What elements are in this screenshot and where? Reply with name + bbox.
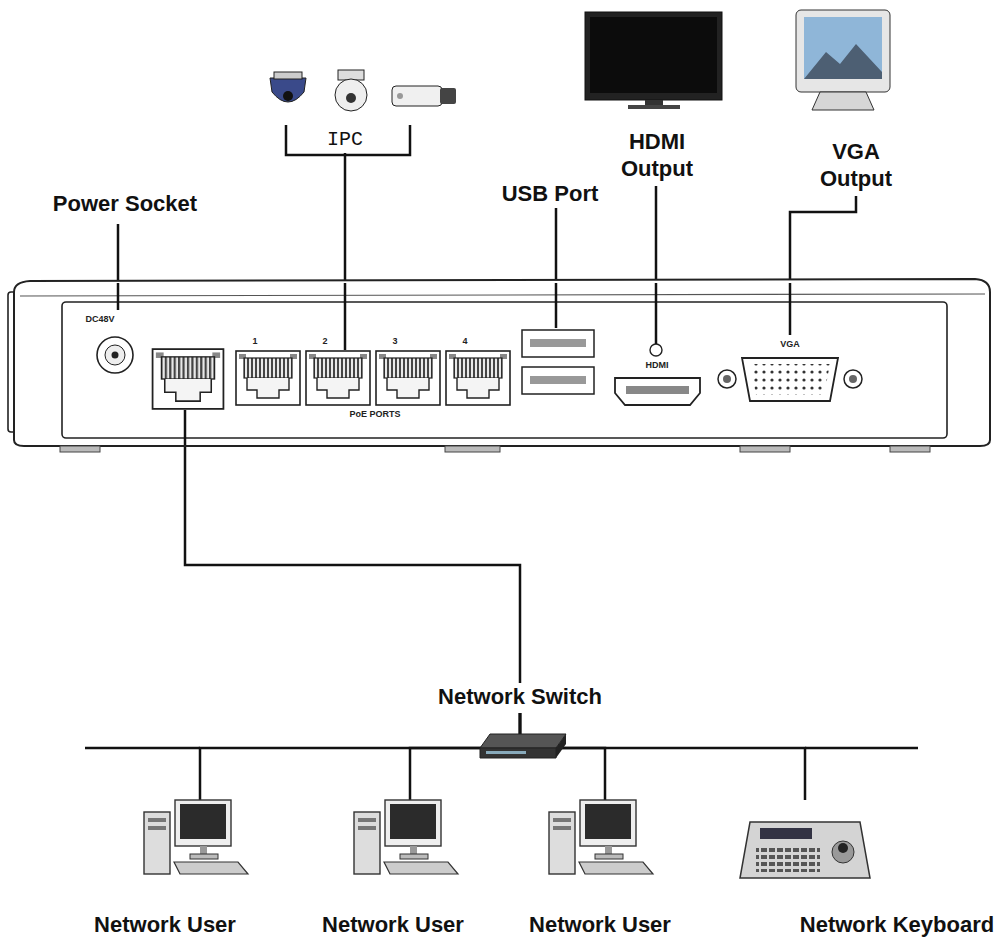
label-text: Network Switch <box>438 683 602 710</box>
switch-label: Network Switch <box>420 683 620 713</box>
label-text: Power Socket <box>53 190 197 217</box>
label-text: Network Keyboard <box>800 911 994 938</box>
vga-monitor <box>796 10 890 110</box>
panel-marking: PoE PORTS <box>349 409 400 419</box>
panel-marking: 1 <box>252 336 257 346</box>
label-text: Network User <box>322 911 464 938</box>
ipc-cameras <box>270 70 456 111</box>
switch-icon <box>480 734 566 758</box>
port-leaders <box>118 283 790 445</box>
computer-icon <box>549 800 653 874</box>
cable-line <box>790 196 856 283</box>
user-node: Network User <box>80 800 250 938</box>
nvr-panel: DC48V 1 2 3 4PoE PORTS HDMI VGA <box>10 283 990 445</box>
label-text: Network User <box>94 911 236 938</box>
label-text: USB Port <box>502 180 599 207</box>
ipc-label: IPC <box>315 127 375 153</box>
cable-line <box>344 153 347 283</box>
cable-line <box>200 713 520 800</box>
cable-line <box>185 445 520 683</box>
panel-marking: 4 <box>462 336 467 346</box>
cable-line <box>520 713 805 800</box>
keyboard-icon <box>740 822 870 878</box>
output-label: VGA Output <box>806 138 906 196</box>
port-label: USB Port <box>470 180 630 208</box>
panel-marking: 3 <box>392 336 397 346</box>
panel-marking: VGA <box>780 339 800 349</box>
panel-marking: DC48V <box>85 314 114 324</box>
label-text: Network User <box>529 911 671 938</box>
cable-line <box>655 186 658 283</box>
panel-marking: 2 <box>322 336 327 346</box>
hdmi-monitor <box>585 12 722 109</box>
user-node: Network User <box>308 800 478 938</box>
nvr-device <box>8 279 990 452</box>
ipc-bracket <box>286 125 410 155</box>
cable-line <box>117 224 120 283</box>
panel-marking: HDMI <box>646 360 669 370</box>
computer-icon <box>354 800 458 874</box>
user-node: Network User <box>515 800 685 938</box>
computer-icon <box>144 800 248 874</box>
label-text: HDMI Output <box>607 128 707 182</box>
keyboard-node: Network Keyboard <box>795 800 999 938</box>
cable-line <box>555 208 558 283</box>
label-text: VGA Output <box>806 138 906 192</box>
output-label: HDMI Output <box>607 128 707 186</box>
port-label: Power Socket <box>15 190 235 218</box>
label-text: IPC <box>327 127 363 153</box>
